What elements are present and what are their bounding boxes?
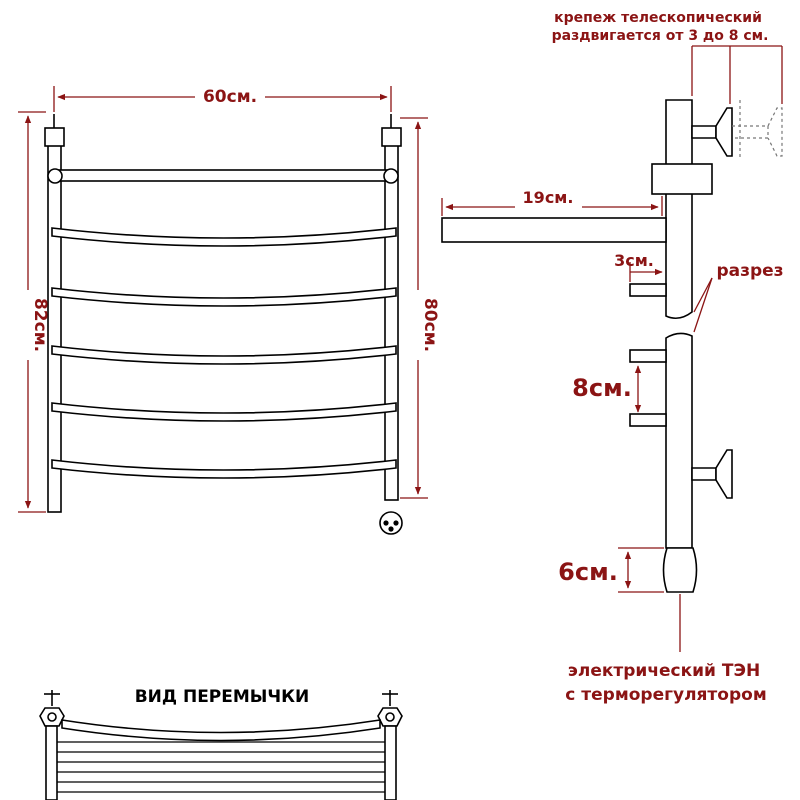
side-view (441, 99, 733, 593)
mount-block (651, 163, 713, 195)
rung-2 (51, 287, 397, 307)
right-collar (381, 127, 402, 147)
top-bar (55, 169, 393, 182)
mount-note-line2: раздвигается от 3 до 8 см. (552, 28, 769, 44)
dim-height-axis-label: 80см. (420, 298, 440, 352)
dim-spacing-label: 8см. (572, 374, 632, 402)
heater-note-line1: электрический ТЭН (568, 661, 760, 681)
jumper-view (39, 690, 403, 800)
cut-label: разрез (716, 261, 783, 281)
bracket-lower (691, 467, 717, 481)
left-joint (47, 168, 63, 184)
rung-4 (51, 402, 397, 422)
heater-note-line2: с терморегулятором (565, 685, 766, 705)
rung-3 (51, 345, 397, 365)
dim-width-label: 60см. (203, 87, 257, 107)
stub-1 (629, 283, 667, 297)
heater-body (662, 547, 698, 593)
dim-offset-label: 3см. (614, 251, 654, 270)
right-post (384, 139, 399, 501)
side-tube-lower (665, 332, 693, 549)
rung-1 (51, 227, 397, 247)
jumper-view-title: ВИД ПЕРЕМЫЧКИ (135, 687, 310, 707)
left-collar (44, 127, 65, 147)
stub-2 (629, 349, 667, 363)
dim-heater-label: 6см. (558, 558, 618, 586)
side-arm (441, 217, 667, 243)
rungs-top-view (57, 741, 385, 793)
dim-depth-label: 19см. (523, 188, 574, 207)
jumper-arc (61, 719, 381, 742)
mount-note-line1: крепеж телескопический (554, 10, 762, 26)
bracket-upper (691, 125, 717, 139)
side-dimensions (441, 45, 783, 652)
dim-height-total-label: 82см. (30, 298, 50, 352)
telescopic-extension (732, 100, 783, 160)
side-tube-upper (665, 99, 693, 320)
front-dimensions (18, 86, 428, 513)
plug-icon (379, 511, 403, 535)
right-joint (383, 168, 399, 184)
stub-3 (629, 413, 667, 427)
rung-5 (51, 459, 397, 479)
front-view (44, 114, 403, 535)
